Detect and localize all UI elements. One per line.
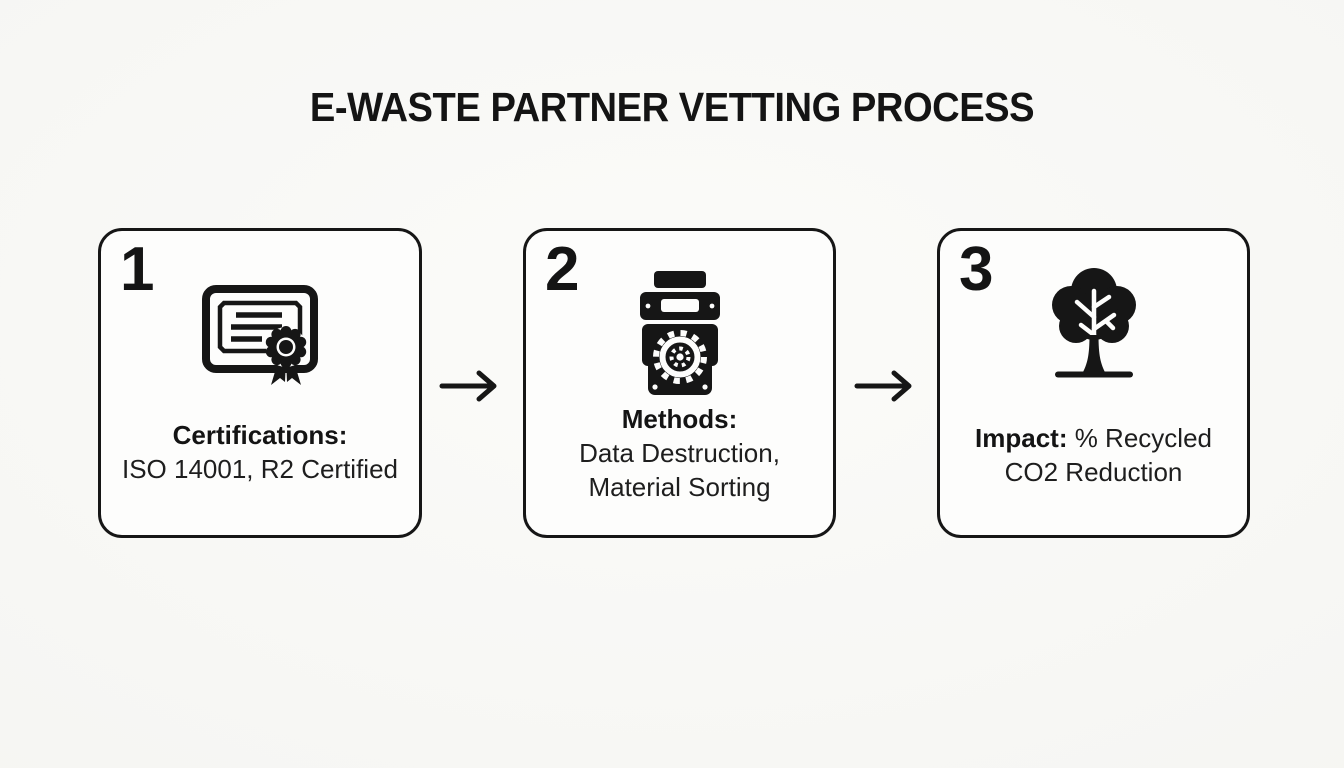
step-text: Impact: % Recycled CO2 Reduction: [940, 421, 1247, 489]
step-detail-line: CO2 Reduction: [1004, 457, 1183, 487]
step-heading: Certifications:: [172, 420, 348, 450]
step-number: 3: [959, 235, 994, 304]
shredder-icon: [628, 269, 732, 399]
step-box-methods: 2: [523, 228, 836, 538]
step-text: Certifications: ISO 14001, R2 Certified: [101, 418, 419, 486]
step-box-impact: 3: [937, 228, 1250, 538]
page-title: E-WASTE PARTNER VETTING PROCESS: [309, 84, 1035, 130]
step-detail-line: Data Destruction,: [579, 438, 780, 468]
tree-icon: [1036, 261, 1152, 387]
step-number: 2: [545, 235, 580, 304]
step-heading: Methods:: [621, 404, 738, 434]
step-heading-suffix: % Recycled: [1067, 423, 1212, 453]
step-heading: Impact:: [975, 423, 1068, 453]
step-text: Methods: Data Destruction, Material Sort…: [526, 402, 833, 504]
step-box-certifications: 1: [98, 228, 422, 538]
right-arrow-icon: [854, 367, 916, 405]
step-detail-line: Material Sorting: [588, 472, 771, 502]
certificate-icon: [200, 283, 320, 395]
right-arrow-icon: [439, 367, 501, 405]
step-number: 1: [120, 235, 155, 304]
step-detail-line: ISO 14001, R2 Certified: [121, 454, 399, 484]
